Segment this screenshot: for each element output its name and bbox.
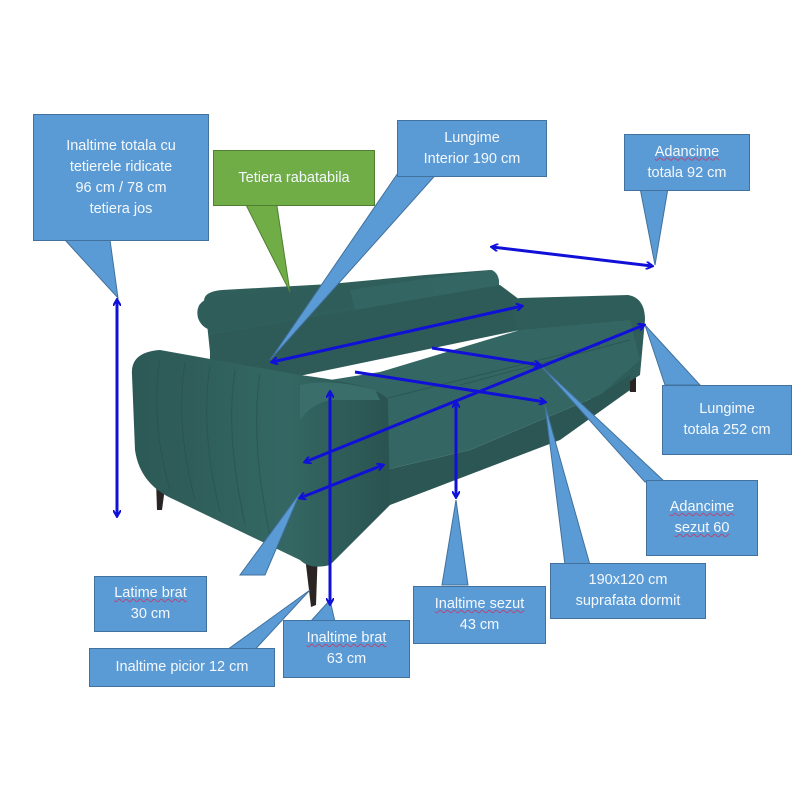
callout-text-line: Inaltime brat — [306, 630, 387, 646]
callout-text-line: Lungime — [699, 401, 755, 417]
callout-text-line: 63 cm — [326, 651, 367, 667]
callout-text-line: Inaltime sezut — [434, 596, 525, 612]
callout-total-height: Inaltime totala cu tetierele ridicate 96… — [33, 114, 209, 241]
callout-text-line: Lungime — [444, 129, 500, 146]
callout-total-depth: Adancime totala 92 cm — [624, 134, 750, 191]
callout-text-line: 190x120 cm — [588, 572, 668, 588]
callout-text-line: Adancime — [669, 499, 735, 515]
callout-leg-height: Inaltime picior 12 cm — [89, 648, 275, 687]
callout-text-line: 96 cm / 78 cm — [75, 179, 167, 196]
callout-headrest: Tetiera rabatabila — [213, 150, 375, 206]
callout-text-line: suprafata dormit — [575, 593, 681, 609]
callout-text-line: 43 cm — [459, 617, 500, 633]
callout-arm-width: Latime brat 30 cm — [94, 576, 207, 632]
callout-text-line: tetierele ridicate — [69, 158, 173, 175]
callout-seat-height: Inaltime sezut 43 cm — [413, 586, 546, 644]
callout-text-line: sezut 60 — [674, 520, 730, 536]
callout-text-line: tetiera jos — [89, 200, 153, 217]
callout-text-line: Inaltime picior 12 cm — [115, 659, 249, 675]
callout-text-line: Inaltime totala cu — [66, 137, 176, 154]
callout-seat-depth: Adancime sezut 60 — [646, 480, 758, 556]
measurement-arrows — [117, 247, 652, 604]
callout-text-line: 30 cm — [130, 606, 171, 622]
callout-text-line: Latime brat — [114, 585, 187, 601]
callout-sleeping-surface: 190x120 cm suprafata dormit — [550, 563, 706, 619]
callout-text-line: Interior 190 cm — [423, 150, 521, 167]
callout-text-line: Adancime — [654, 143, 720, 160]
callout-text-line: Tetiera rabatabila — [238, 169, 350, 186]
callout-text-line: totala 252 cm — [683, 422, 771, 438]
callout-text-line: totala 92 cm — [647, 164, 727, 181]
callout-arm-height: Inaltime brat 63 cm — [283, 620, 410, 678]
callout-total-length: Lungime totala 252 cm — [662, 385, 792, 455]
callout-interior-length: Lungime Interior 190 cm — [397, 120, 547, 177]
